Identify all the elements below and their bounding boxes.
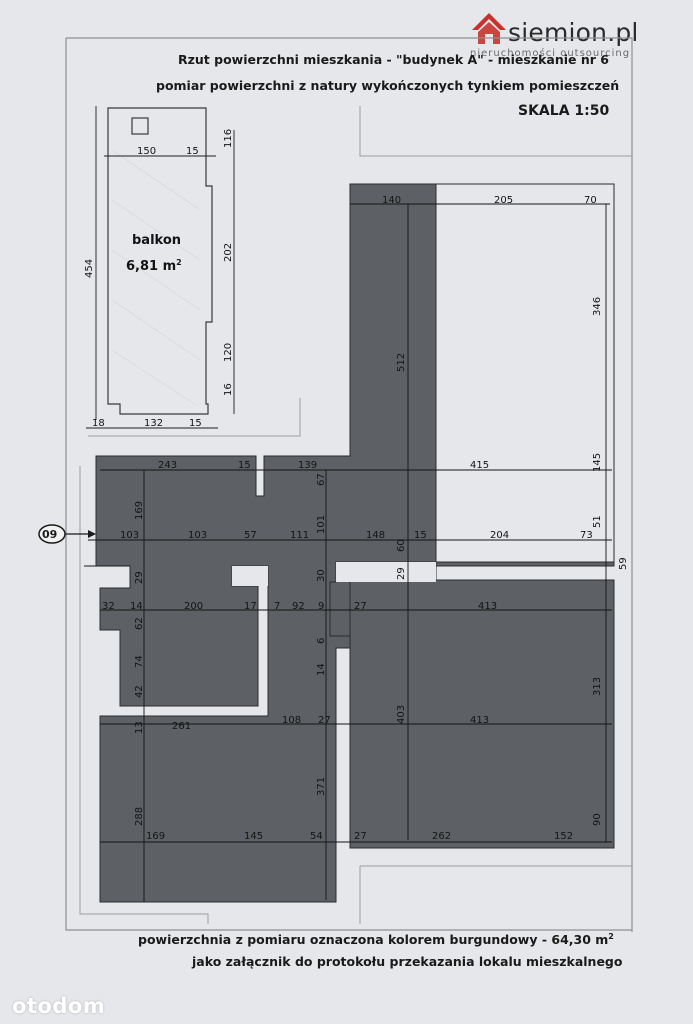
- balcony-dim-right-mid: 202: [223, 243, 234, 262]
- dim-r4-0: 29: [134, 571, 145, 584]
- balcony-outline: [107, 107, 213, 415]
- arrow-right-icon: [88, 530, 96, 538]
- balcony-dim-top-width: 150: [137, 146, 156, 157]
- balcony-area: 6,81 m2: [126, 258, 182, 274]
- wall-notch: [232, 566, 268, 586]
- dim-r3-2: 103: [188, 530, 207, 541]
- dim-r9-2: 54: [310, 831, 323, 842]
- section-marker: 09: [38, 524, 130, 567]
- dim-r9-4: 262: [432, 831, 451, 842]
- apartment-number: 6: [600, 52, 609, 67]
- corridor-notch: [336, 562, 436, 582]
- dim-r9-5: 152: [554, 831, 573, 842]
- section-marker-label: 09: [42, 528, 57, 541]
- dim-r1-4: 512: [396, 353, 407, 372]
- dim-r7-2: 108: [282, 715, 301, 726]
- dim-r9-0: 169: [146, 831, 165, 842]
- dim-r1-1: 205: [494, 195, 513, 206]
- dim-r2-1: 15: [238, 460, 251, 471]
- dim-r5-8: 27: [354, 601, 367, 612]
- dim-r6-1: 42: [134, 685, 145, 698]
- dim-r3-12: 59: [618, 557, 629, 570]
- dim-r9-3: 27: [354, 831, 367, 842]
- balcony-dim-right-low: 120: [223, 343, 234, 362]
- dim-r7-0: 13: [134, 721, 145, 734]
- dim-r3-5: 101: [316, 515, 327, 534]
- dim-r2-2: 139: [298, 460, 317, 471]
- dim-r1-5: 145: [592, 453, 603, 472]
- dim-r4-1: 30: [316, 569, 327, 582]
- dim-r8-1: 371: [316, 777, 327, 796]
- dim-r2-3: 67: [316, 473, 327, 486]
- footer-area-exp: 2: [608, 932, 614, 941]
- header-line1: Rzut powierzchni mieszkania - "budynek A…: [178, 52, 609, 67]
- dim-r6-3: 14: [316, 663, 327, 676]
- dim-r5-1: 14: [130, 601, 143, 612]
- dim-r5-2: 62: [134, 617, 145, 630]
- footer-line1: powierzchnia z pomiaru oznaczona kolorem…: [138, 932, 614, 947]
- apartment-dimension-lines: [88, 203, 612, 902]
- balcony-dim-bottom-width: 132: [144, 418, 163, 429]
- dim-r3-1: 103: [120, 530, 139, 541]
- dim-r5-9: 413: [478, 601, 497, 612]
- balcony-dimension-lines: [86, 106, 235, 429]
- balcony-hatch: [111, 149, 201, 406]
- header-line2: pomiar powierzchni z natury wykończonych…: [156, 78, 620, 93]
- dim-r5-0: 32: [102, 601, 115, 612]
- dim-r8-0: 288: [134, 807, 145, 826]
- dim-r3-11: 51: [592, 515, 603, 528]
- dim-r4-2: 29: [396, 567, 407, 580]
- dim-r1-2: 70: [584, 195, 597, 206]
- footer-line2: jako załącznik do protokołu przekazania …: [192, 954, 623, 969]
- dim-r3-0: 169: [134, 501, 145, 520]
- dim-r5-5: 7: [274, 601, 280, 612]
- dim-r5-3: 200: [184, 601, 203, 612]
- dim-r5-4: 17: [244, 601, 257, 612]
- scale-label: SKALA 1:50: [518, 103, 610, 119]
- balcony-dim-right-top: 116: [223, 129, 234, 148]
- balcony-dim-length: 454: [84, 259, 95, 278]
- header-line1-text: Rzut powierzchni mieszkania - "budynek A…: [178, 52, 596, 67]
- dim-r2-0: 243: [158, 460, 177, 471]
- dim-r3-4: 111: [290, 530, 309, 541]
- footer-area-text: powierzchnia z pomiaru oznaczona kolorem…: [138, 932, 609, 948]
- dim-r2-4: 415: [470, 460, 489, 471]
- dim-r9-1: 145: [244, 831, 263, 842]
- apartment-upper-block: [95, 183, 437, 903]
- brand-name: siemion.pl: [508, 18, 639, 47]
- dim-r6-0: 74: [134, 655, 145, 668]
- dim-r7-1: 261: [172, 721, 191, 732]
- dim-r3-3: 57: [244, 530, 257, 541]
- dim-r3-8: 15: [414, 530, 427, 541]
- dim-r3-7: 60: [396, 539, 407, 552]
- dim-r8-2: 90: [592, 813, 603, 826]
- balcony-dim-bottom-step: 15: [189, 418, 202, 429]
- apartment-right-lower-room: [349, 579, 615, 849]
- dim-r5-6: 92: [292, 601, 305, 612]
- balcony-dim-bottom-left: 18: [92, 418, 105, 429]
- balcony-area-value: 6,81 m: [126, 259, 176, 274]
- context-lines: [79, 106, 632, 924]
- otodom-watermark: otodom: [12, 994, 106, 1018]
- balcony-dim-top-step: 15: [186, 146, 199, 157]
- dim-r5-7: 9: [318, 601, 324, 612]
- balcony-dim-right-bottom: 16: [223, 383, 234, 396]
- dim-r6-5: 313: [592, 677, 603, 696]
- dim-r6-4: 403: [396, 705, 407, 724]
- apartment-area: [95, 183, 615, 903]
- dim-r7-3: 27: [318, 715, 331, 726]
- balcony-area-exp: 2: [176, 258, 182, 267]
- balcony-label: balkon: [132, 233, 181, 248]
- brand-tagline: nieruchomości outsourcing: [470, 48, 631, 59]
- dim-r3-9: 204: [490, 530, 509, 541]
- dim-r1-0: 140: [382, 195, 401, 206]
- dim-r7-4: 413: [470, 715, 489, 726]
- dim-r3-10: 73: [580, 530, 593, 541]
- dim-r3-6: 148: [366, 530, 385, 541]
- dim-r1-3: 346: [592, 297, 603, 316]
- dim-r6-2: 6: [316, 638, 327, 644]
